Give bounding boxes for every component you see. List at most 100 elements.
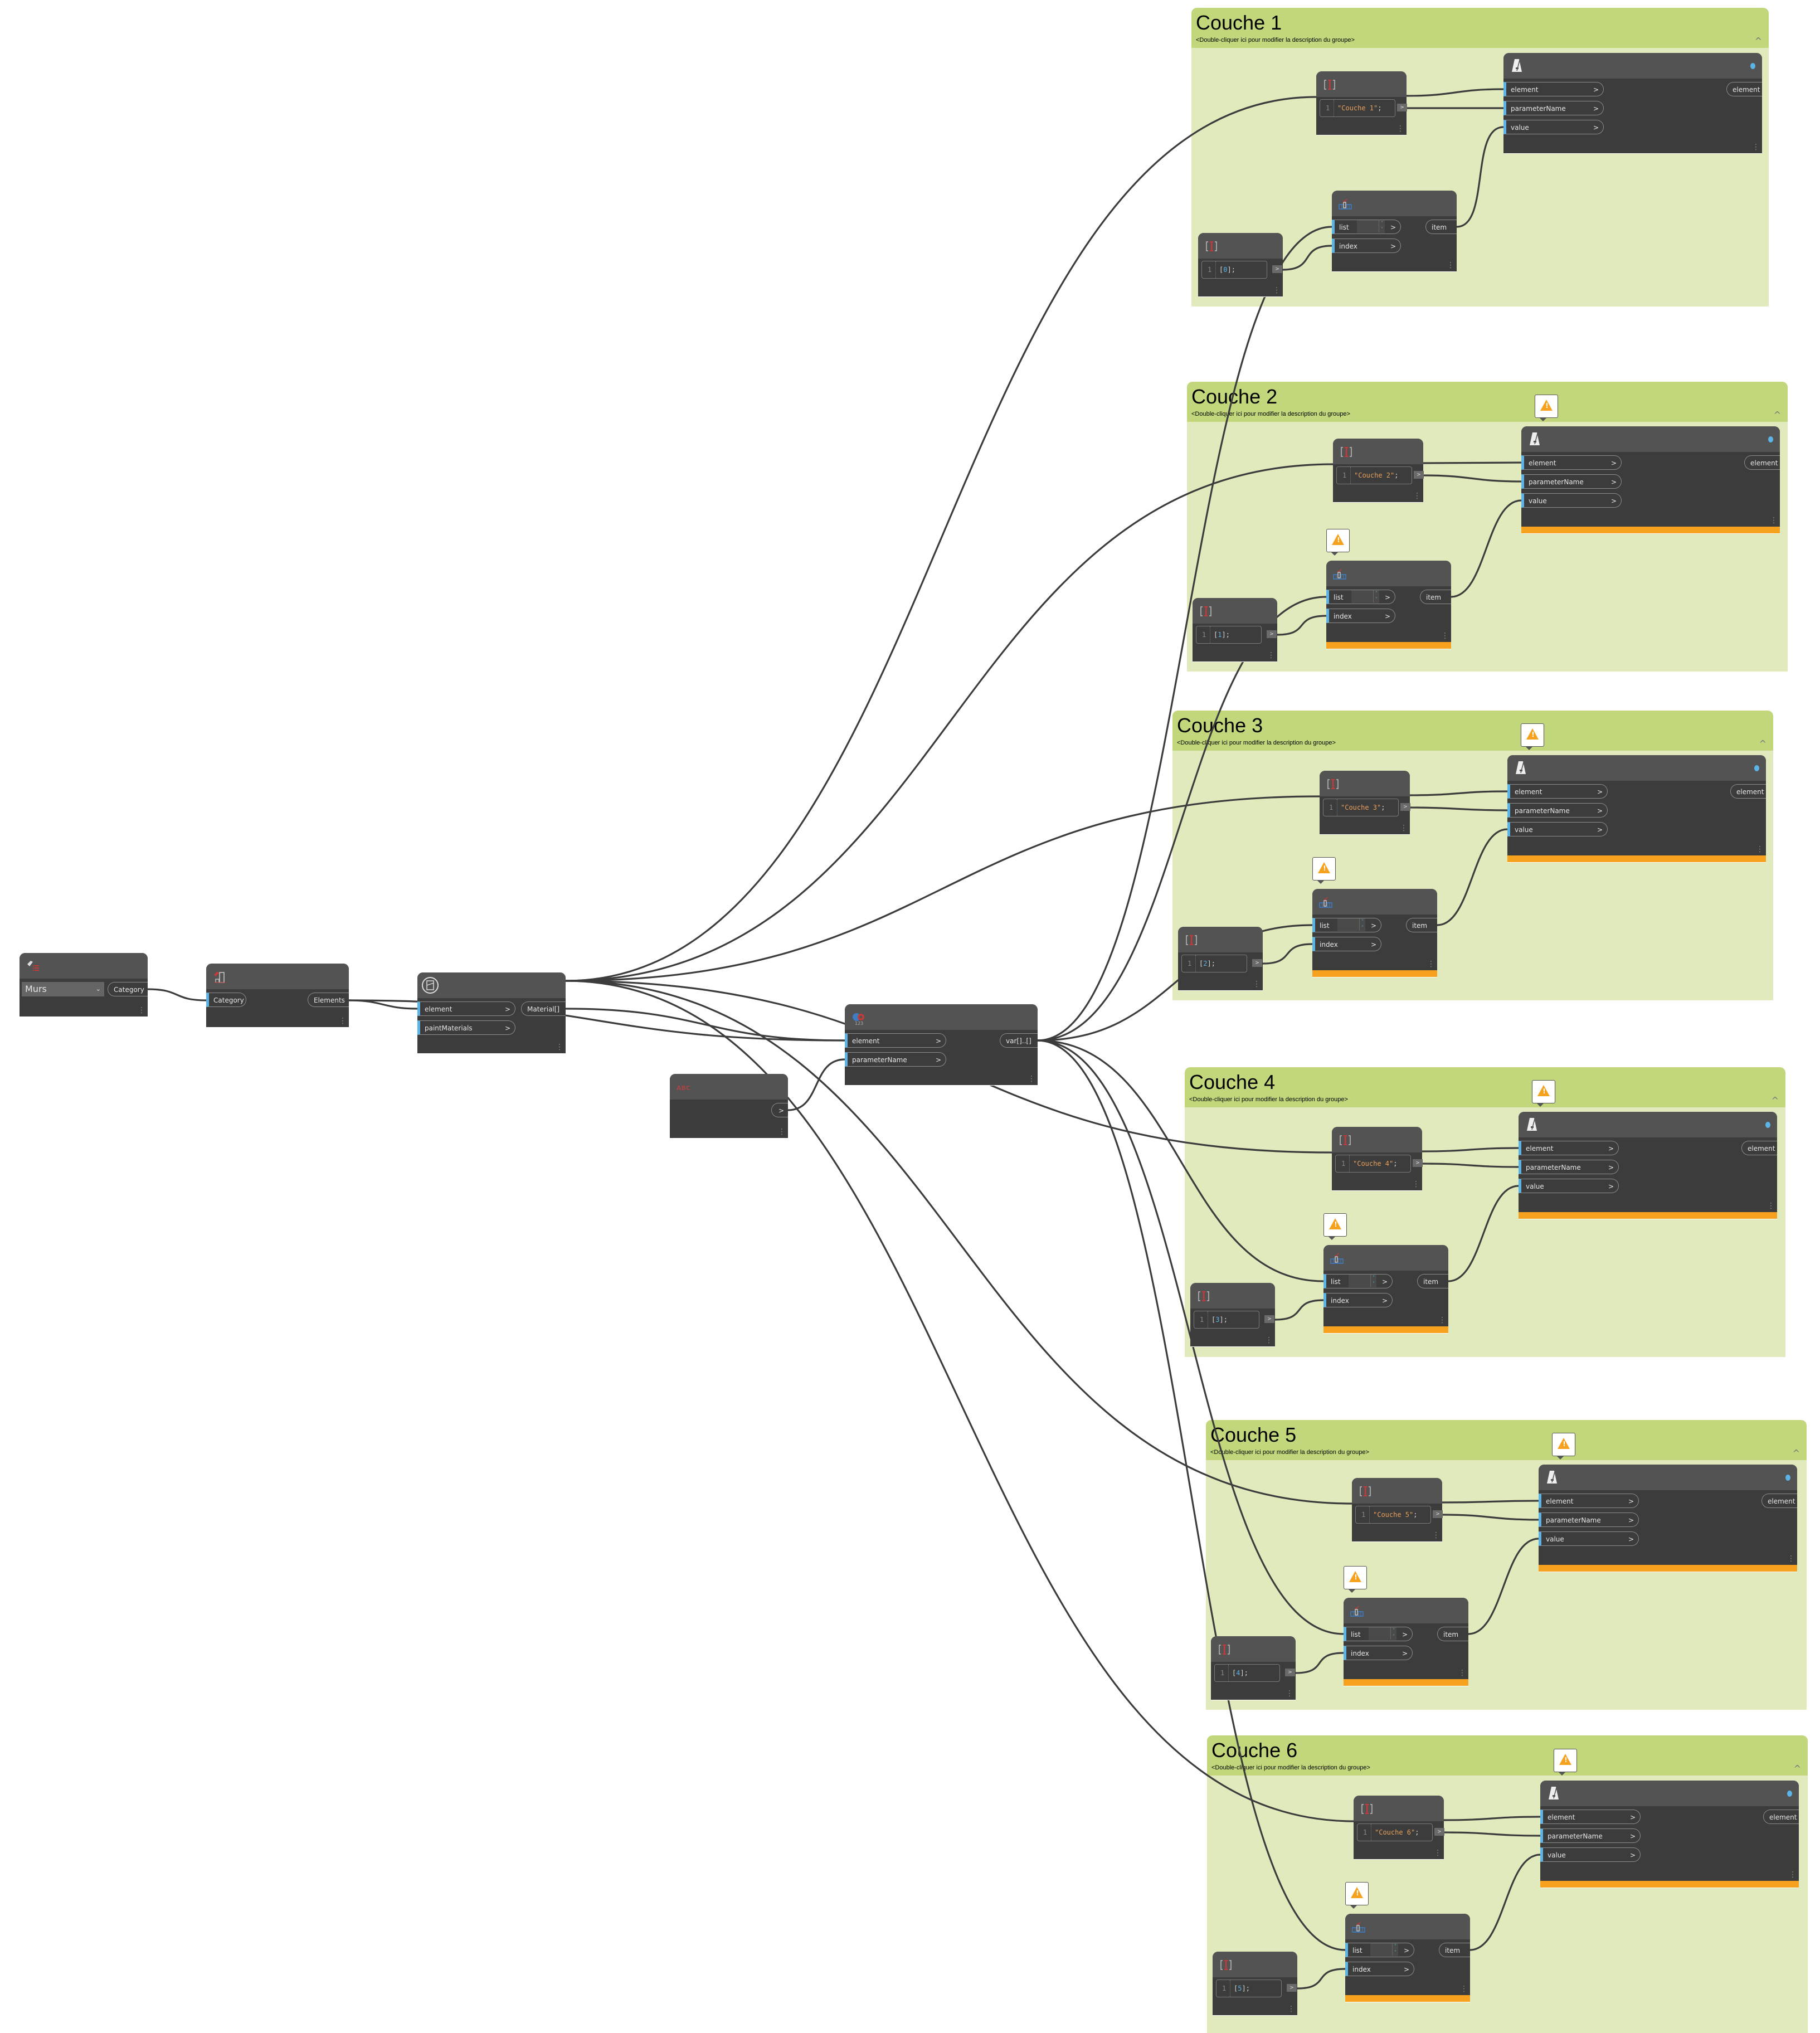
node-header[interactable] [1352, 1478, 1442, 1504]
spinner-arrows-icon[interactable]: ˄˅ [1359, 918, 1365, 931]
node-menu-icon[interactable]: ⋮ [1767, 1202, 1775, 1210]
input-port-value[interactable]: value> [1521, 493, 1622, 508]
node-header[interactable] [1213, 1952, 1297, 1977]
output-port-code[interactable]: > [1272, 265, 1282, 273]
output-port-element[interactable]: element [1744, 455, 1780, 470]
code-editor[interactable]: 1"Couche 3"; [1323, 799, 1399, 816]
code-editor[interactable]: 1[5]; [1216, 1979, 1282, 1997]
node-menu-icon[interactable]: ⋮ [339, 1016, 347, 1025]
node-header[interactable] [1178, 927, 1263, 952]
node-menu-icon[interactable]: ⋮ [1441, 631, 1449, 640]
input-port-value[interactable]: value> [1539, 1531, 1639, 1546]
collapse-icon[interactable]: ^ [1771, 1095, 1779, 1106]
output-port-code[interactable]: > [1413, 1159, 1423, 1167]
node-menu-icon[interactable]: ⋮ [1787, 1554, 1795, 1563]
get-item-at-index-node[interactable]: list˄˅>index>item⋮ [1345, 1914, 1470, 2002]
code-block-index[interactable]: 1[0];>⋮ [1198, 233, 1283, 296]
node-header[interactable]: 123 [845, 1004, 1038, 1030]
input-port-value[interactable]: value> [1503, 120, 1604, 134]
output-port-element[interactable]: element [1741, 1141, 1777, 1155]
input-port-index[interactable]: index> [1312, 937, 1381, 951]
node-header[interactable] [1503, 53, 1762, 79]
node-menu-icon[interactable]: ⋮ [1413, 492, 1421, 500]
output-port-element[interactable]: element [1761, 1494, 1797, 1508]
output-port-item[interactable]: item [1439, 1943, 1470, 1957]
output-port-category[interactable]: Category [108, 982, 148, 996]
code-block-index[interactable]: 1[1];>⋮ [1193, 598, 1277, 662]
code-editor[interactable]: 1"Couche 5"; [1355, 1506, 1431, 1524]
warning-icon[interactable]: ! [1521, 723, 1544, 750]
node-header[interactable] [1193, 598, 1277, 624]
input-port-parametername[interactable]: parameterName> [845, 1052, 946, 1067]
node-menu-icon[interactable]: ⋮ [1265, 1336, 1273, 1345]
warning-icon[interactable]: ! [1535, 395, 1558, 421]
output-port-element[interactable]: element [1730, 784, 1766, 799]
get-item-at-index-node[interactable]: list˄˅>index>item⋮ [1344, 1598, 1468, 1686]
node-header[interactable] [1332, 1127, 1422, 1152]
all-elements-of-category-node[interactable]: Category Elements ⋮ [206, 964, 349, 1027]
code-editor[interactable]: 1[2]; [1181, 955, 1247, 972]
node-header[interactable] [1198, 233, 1283, 259]
spinner-arrows-icon[interactable]: ˄˅ [1370, 1275, 1376, 1287]
group-header[interactable]: Couche 6 <Double-cliquer ici pour modifi… [1207, 1735, 1808, 1776]
node-menu-icon[interactable]: ⋮ [1434, 1849, 1442, 1857]
group-description[interactable]: <Double-cliquer ici pour modifier la des… [1191, 411, 1350, 417]
warning-icon[interactable]: ! [1552, 1433, 1575, 1460]
code-block-parameter-name[interactable]: 1"Couche 2";>⋮ [1333, 439, 1424, 502]
node-menu-icon[interactable]: ⋮ [1286, 1689, 1293, 1698]
spinner-arrows-icon[interactable]: ˄˅ [1373, 590, 1379, 602]
node-menu-icon[interactable]: ⋮ [1447, 261, 1454, 270]
node-menu-icon[interactable]: ⋮ [1756, 845, 1764, 854]
code-editor[interactable]: 1"Couche 4"; [1335, 1155, 1411, 1173]
node-menu-icon[interactable]: ⋮ [1432, 1531, 1440, 1540]
input-port-value[interactable]: value> [1507, 822, 1608, 836]
string-input-node[interactable]: ABC > ⋮ [670, 1074, 788, 1138]
output-port-element[interactable]: element [1763, 1810, 1799, 1824]
node-header[interactable] [1312, 889, 1437, 915]
output-port-code[interactable]: > [1287, 1984, 1297, 1992]
node-header[interactable] [1326, 561, 1451, 586]
group-description[interactable]: <Double-cliquer ici pour modifier la des… [1189, 1096, 1348, 1103]
input-port-element[interactable]: element> [417, 1001, 515, 1016]
node-header[interactable] [1345, 1914, 1470, 1939]
collapse-icon[interactable]: ^ [1773, 410, 1781, 420]
code-block-index[interactable]: 1[5];>⋮ [1213, 1952, 1297, 2015]
warning-icon[interactable]: ! [1554, 1749, 1577, 1776]
output-port-code[interactable]: > [1434, 1828, 1444, 1836]
node-header[interactable] [1190, 1283, 1275, 1309]
code-editor[interactable]: 1"Couche 1"; [1320, 99, 1395, 117]
node-header[interactable]: ABC [670, 1074, 788, 1100]
group-title[interactable]: Couche 1 [1196, 11, 1282, 34]
group-description[interactable]: <Double-cliquer ici pour modifier la des… [1196, 37, 1355, 43]
code-editor[interactable]: 1[0]; [1201, 261, 1267, 279]
output-port-code[interactable]: > [1267, 630, 1277, 638]
output-port-code[interactable]: > [1264, 1315, 1274, 1323]
input-port-list[interactable]: list˄˅> [1344, 1627, 1413, 1641]
node-header[interactable] [1519, 1112, 1777, 1137]
node-header[interactable] [417, 972, 566, 998]
group-title[interactable]: Couche 5 [1210, 1423, 1297, 1446]
node-menu-icon[interactable]: ⋮ [1253, 980, 1261, 989]
output-port-var[interactable]: var[]..[] [1000, 1033, 1038, 1048]
node-menu-icon[interactable]: ⋮ [1438, 1316, 1446, 1325]
input-port-parametername[interactable]: parameterName> [1539, 1512, 1639, 1527]
input-port-index[interactable]: index> [1345, 1962, 1414, 1976]
group-header[interactable]: Couche 4 <Double-cliquer ici pour modifi… [1185, 1067, 1785, 1107]
warning-icon[interactable]: ! [1344, 1566, 1367, 1593]
group-title[interactable]: Couche 6 [1211, 1739, 1298, 1762]
output-port-item[interactable]: item [1437, 1627, 1468, 1641]
code-editor[interactable]: 1[1]; [1196, 626, 1262, 644]
get-item-at-index-node[interactable]: list˄˅>index>item⋮ [1326, 561, 1451, 649]
code-editor[interactable]: 1"Couche 2"; [1336, 466, 1412, 484]
code-block-index[interactable]: 1[3];>⋮ [1190, 1283, 1275, 1346]
node-header[interactable] [1333, 439, 1423, 464]
input-port-element[interactable]: element> [845, 1033, 946, 1048]
node-header[interactable] [206, 964, 349, 989]
element-materials-node[interactable]: element> paintMaterials> Material[] ⋮ [417, 972, 566, 1053]
group-header[interactable]: Couche 2 <Double-cliquer ici pour modifi… [1187, 382, 1788, 422]
node-header[interactable] [20, 953, 148, 979]
group-title[interactable]: Couche 2 [1191, 385, 1278, 408]
node-menu-icon[interactable]: ⋮ [1460, 1985, 1468, 1993]
input-port-list[interactable]: list˄˅> [1323, 1274, 1393, 1288]
